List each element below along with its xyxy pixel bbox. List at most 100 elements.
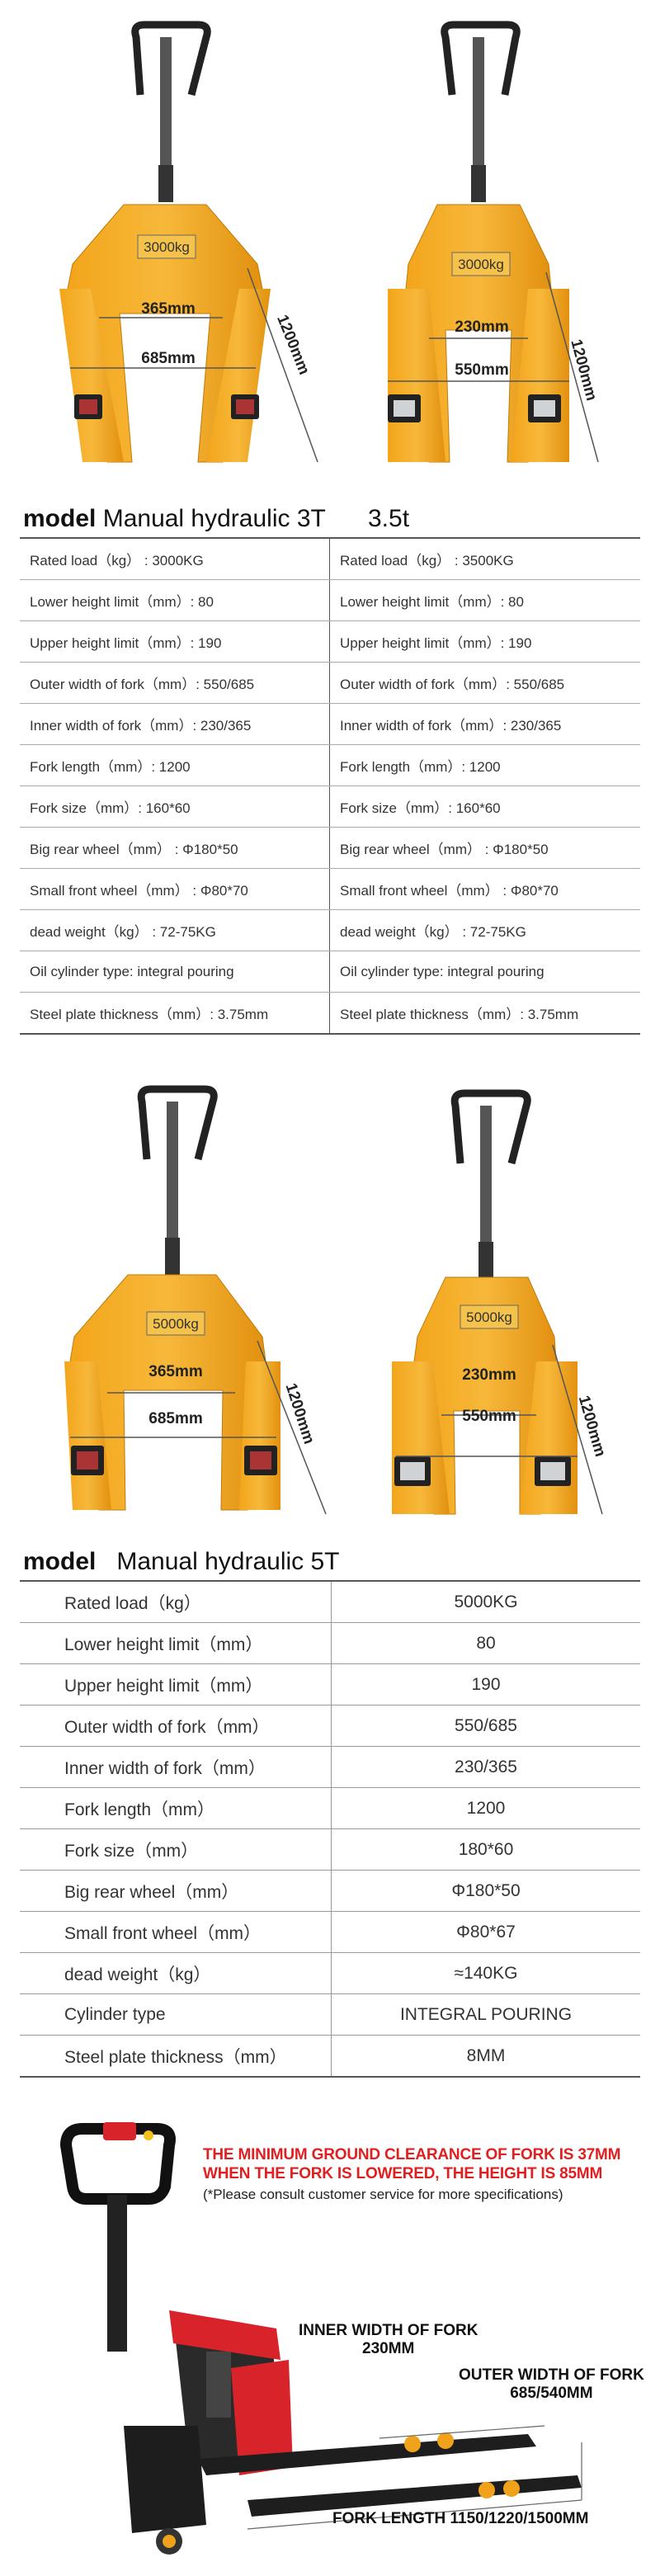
spec-cell-right: Upper height limit（mm）: 190 (340, 635, 532, 651)
table2-model-name: Manual hydraulic 5T (116, 1548, 340, 1575)
load-plate-text: 5000kg (466, 1309, 512, 1325)
spec-cell-left: Big rear wheel（mm） : Φ180*50 (20, 828, 330, 868)
table1-model-name: Manual hydraulic 3T (102, 505, 326, 532)
electric-truck-section (0, 2112, 660, 2572)
load-plate-text: 3000kg (458, 257, 504, 272)
spec-value: ≈140KG (454, 1963, 518, 1983)
spec-label: Big rear wheel（mm） (20, 1871, 332, 1911)
table-row: Upper height limit（mm） 190 (20, 1664, 640, 1706)
table-row: Lower height limit（mm） 80 (20, 1623, 640, 1664)
spec-value: Φ180*50 (451, 1880, 521, 1900)
outer-width-text: 685mm (141, 350, 196, 367)
inner-width-label-title: INNER WIDTH OF FORK (299, 2322, 478, 2339)
spec-cell-right: Steel plate thickness（mm）: 3.75mm (340, 1007, 579, 1022)
inner-width-label: INNER WIDTH OF FORK 230MM (299, 2322, 478, 2358)
spec-cell-right: Inner width of fork（mm）: 230/365 (340, 718, 562, 734)
spec-cell-left: Upper height limit（mm）: 190 (20, 621, 330, 662)
spec-value: 550/685 (455, 1715, 517, 1735)
spec-cell-left: Lower height limit（mm）: 80 (20, 580, 330, 620)
spec-value: INTEGRAL POURING (399, 2004, 573, 2024)
inner-width-text: 365mm (148, 1363, 203, 1380)
spec-table-3t: Rated load（kg） : 3000KG Rated load（kg） : … (20, 537, 640, 1035)
spec-value: 8MM (466, 2045, 506, 2065)
clearance-note: THE MINIMUM GROUND CLEARANCE OF FORK IS … (203, 2145, 621, 2183)
table-row: Rated load（kg）5000KG (20, 1582, 640, 1623)
table-row: Fork length（mm）: 1200 Fork length（mm）: 12… (20, 745, 640, 786)
spec-cell-right: Fork length（mm）: 1200 (340, 759, 501, 775)
pallet-truck-wide: 5000kg 365mm 685mm 1200mm (64, 1085, 327, 1515)
consult-note: (*Please consult customer service for mo… (203, 2187, 563, 2202)
spec-label: Rated load（kg） (20, 1582, 332, 1622)
table-row: Inner width of fork（mm）230/365 (20, 1747, 640, 1788)
table-row: Fork size（mm）180*60 (20, 1829, 640, 1871)
inner-width-text: 230mm (455, 318, 509, 336)
table-row: dead weight（kg） ≈140KG (20, 1953, 640, 1994)
spec-cell-right: Small front wheel（mm） : Φ80*70 (340, 883, 559, 899)
spec-cell-left: dead weight（kg） : 72-75KG (20, 910, 330, 951)
fork-length-text: 1200mm (575, 1394, 609, 1459)
table-row: Steel plate thickness（mm）8MM (20, 2036, 640, 2076)
clearance-note-line2: WHEN THE FORK IS LOWERED, THE HEIGHT IS … (203, 2165, 603, 2182)
spec-cell-right: Rated load（kg） : 3500KG (340, 553, 514, 569)
outer-width-text: 550mm (455, 361, 509, 379)
spec-cell-right: Lower height limit（mm）: 80 (340, 594, 524, 610)
table-row: Fork size（mm）: 160*60 Fork size（mm）: 160*… (20, 786, 640, 828)
table-row: Upper height limit（mm）: 190 Upper height … (20, 621, 640, 663)
spec-value: 80 (476, 1633, 496, 1653)
spec-cell-left: Rated load（kg） : 3000KG (20, 539, 330, 579)
fork-length-label: FORK LENGTH 1150/1220/1500MM (332, 2510, 589, 2527)
spec-label: Upper height limit（mm） (20, 1664, 332, 1705)
pallet-truck-narrow: 3000kg 230mm 550mm 1200mm (388, 21, 600, 463)
outer-width-label: OUTER WIDTH OF FORK 685/540MM (459, 2366, 644, 2403)
outer-width-label-title: OUTER WIDTH OF FORK (459, 2366, 644, 2384)
truck-body (124, 2310, 293, 2555)
spec-label: Cylinder type (20, 1994, 332, 2035)
table-row: dead weight（kg） : 72-75KG dead weight（kg）… (20, 910, 640, 951)
spec-label: Lower height limit（mm） (20, 1623, 332, 1663)
outer-width-label-value: 685/540MM (510, 2385, 593, 2402)
inner-width-label-value: 230MM (362, 2340, 415, 2357)
pallet-truck-5t-illustrations: 5000kg 365mm 685mm 1200mm 5000kg 230mm 5… (64, 1085, 609, 1515)
spec-cell-right: Big rear wheel（mm） : Φ180*50 (340, 842, 549, 857)
spec-label: dead weight（kg） (20, 1953, 332, 1993)
spec-value: Φ80*67 (456, 1922, 516, 1941)
spec-cell-left: Oil cylinder type: integral pouring (20, 951, 330, 992)
product-images-5t: 5000kg 365mm 685mm 1200mm 5000kg 230mm 5… (0, 1064, 660, 1543)
pallet-truck-3t-illustrations: 3000kg 365mm 685mm 1200mm 3000kg 230mm 5… (59, 21, 600, 463)
spec-cell-right: Oil cylinder type: integral pouring (340, 963, 544, 979)
spec-cell-left: Outer width of fork（mm）: 550/685 (20, 663, 330, 703)
spec-label: Inner width of fork（mm） (20, 1747, 332, 1787)
table2-title: model Manual hydraulic 5T (23, 1548, 340, 1576)
spec-cell-right: Fork size（mm）: 160*60 (340, 800, 501, 816)
table-row: Oil cylinder type: integral pouring Oil c… (20, 951, 640, 993)
table-row: Big rear wheel（mm） Φ180*50 (20, 1871, 640, 1912)
fork-length-text: 1200mm (567, 337, 600, 403)
spec-value: 190 (471, 1674, 501, 1694)
table-row: Cylinder type INTEGRAL POURING (20, 1994, 640, 2036)
fork-length-text: 1200mm (273, 313, 313, 377)
fork-length-text: 1200mm (281, 1381, 317, 1446)
spec-cell-left: Fork size（mm）: 160*60 (20, 786, 330, 827)
spec-cell-left: Inner width of fork（mm）: 230/365 (20, 704, 330, 744)
spec-cell-left: Small front wheel（mm） : Φ80*70 (20, 869, 330, 909)
table-row: Fork length（mm）1200 (20, 1788, 640, 1829)
table1-alt-model: 3.5t (368, 505, 410, 532)
load-plate-text: 3000kg (144, 239, 190, 255)
outer-width-text: 685mm (148, 1410, 203, 1427)
table-row: Inner width of fork（mm）: 230/365 Inner wi… (20, 704, 640, 745)
spec-value: 180*60 (458, 1839, 514, 1859)
spec-cell-right: dead weight（kg） : 72-75KG (340, 924, 526, 940)
spec-label: Outer width of fork（mm） (20, 1706, 332, 1746)
outer-width-text: 550mm (462, 1408, 516, 1425)
table-row: Lower height limit（mm）: 80 Lower height l… (20, 580, 640, 621)
pallet-truck-narrow: 5000kg 230mm 550mm 1200mm (392, 1089, 609, 1515)
table2-model-label: model (23, 1548, 97, 1575)
truck-forks (198, 2425, 582, 2530)
spec-label: Small front wheel（mm） (20, 1912, 332, 1952)
pallet-truck-wide: 3000kg 365mm 685mm 1200mm (59, 21, 318, 463)
spec-cell-left: Fork length（mm）: 1200 (20, 745, 330, 786)
inner-width-text: 365mm (141, 300, 196, 318)
